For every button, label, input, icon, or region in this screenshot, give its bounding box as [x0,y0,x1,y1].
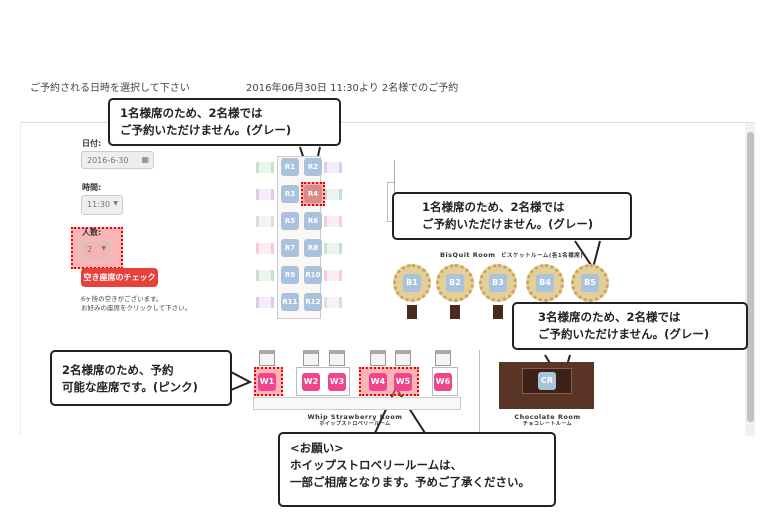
callout-r4: 1名様席のため、2名様ではご予約いただけません。(グレー) [108,98,341,146]
time-label: 時間: [82,183,102,192]
seat-r8[interactable]: R8 [304,239,322,257]
seat-w6[interactable]: W6 [434,373,452,391]
stool [303,350,319,366]
seat-w5[interactable]: W5 [394,373,412,391]
scrollbar-thumb[interactable] [747,132,754,422]
chair [256,243,274,254]
seat-r1[interactable]: R1 [281,158,299,176]
time-select[interactable]: 11:30▼ [81,195,123,215]
wall-divider [479,350,480,432]
seat-r12[interactable]: R12 [304,293,322,311]
callout-w1: 2名様席のため、予約可能な座席です。(ピンク) [50,350,232,406]
chair [324,216,342,227]
chair [324,297,342,308]
callout-note: <お願い>ホイップストロベリールームは、一部ご相席となります。予めご了承ください… [278,432,556,507]
chocolate-room-name: Chocolate Room [514,413,581,421]
people-select[interactable]: 2▼ [81,240,111,260]
stool [259,350,275,366]
time-value: 11:30 [87,200,111,209]
callout-b5: 1名様席のため、2名様ではご予約いただけません。(グレー) [392,192,632,240]
chair [256,297,274,308]
stool [329,350,345,366]
seat-r5[interactable]: R5 [281,212,299,230]
seat-w2[interactable]: W2 [302,373,320,391]
chair [256,189,274,200]
reservation-summary: 2016年06月30日 11:30より 2名様でのご予約 [246,83,459,94]
callout-cr: 3名様席のため、2名様ではご予約いただけません。(グレー) [512,302,748,350]
chair [324,189,342,200]
biscuit-table [479,264,517,302]
seat-b2[interactable]: B2 [446,274,464,292]
seat-r2[interactable]: R2 [304,158,322,176]
stool [395,350,411,366]
seat-r7[interactable]: R7 [281,239,299,257]
stool [370,350,386,366]
chair [324,162,342,173]
seat-r9[interactable]: R9 [281,266,299,284]
seat-r11[interactable]: R11 [281,293,299,311]
people-label: 人数: [82,228,102,237]
chair [324,270,342,281]
seat-r3[interactable]: R3 [281,185,299,203]
date-label: 日付: [82,139,102,148]
date-input[interactable]: 2016-6-30 ▦ [81,151,154,169]
whip-room-name: Whip Strawberry Room [307,413,403,421]
seat-b1[interactable]: B1 [403,274,421,292]
chair [256,216,274,227]
seat-b4[interactable]: B4 [536,274,554,292]
seat-w4[interactable]: W4 [369,373,387,391]
info-line-2: お好みの座席をクリックして下さい。 [81,304,192,312]
whip-counter [253,397,461,410]
chair [256,162,274,173]
chocolate-room-sub: チョコレートルーム [522,421,573,427]
biscuit-table [436,264,474,302]
seat-r4[interactable]: R4 [304,185,322,203]
seat-r6[interactable]: R6 [304,212,322,230]
stool [435,350,451,366]
seat-r10[interactable]: R10 [304,266,322,284]
check-availability-button[interactable]: 空き座席のチェック [81,268,158,287]
bisquit-room-name: BisQuit Room ビスケットルーム(各1名様席) [440,251,584,259]
seat-w3[interactable]: W3 [328,373,346,391]
chair [256,270,274,281]
instruction-text: ご予約される日時を選択して下さい [30,83,190,94]
stand [450,305,460,319]
date-value: 2016-6-30 [87,156,129,165]
seat-b5[interactable]: B5 [581,274,599,292]
calendar-icon: ▦ [141,155,149,164]
biscuit-table [526,264,564,302]
seat-cr[interactable]: CR [538,372,556,390]
whip-room-sub: ホイップストロベリールーム [319,421,391,427]
seat-w1[interactable]: W1 [258,373,276,391]
info-line-1: 6ヶ所の空きがございます。 [81,295,163,303]
reservation-frame [20,122,755,436]
stand [493,305,503,319]
people-value: 2 [87,245,93,254]
chevron-down-icon: ▼ [113,200,118,207]
chevron-down-icon: ▼ [101,245,106,252]
chair [324,243,342,254]
seat-b3[interactable]: B3 [489,274,507,292]
door [387,182,394,222]
stand [407,305,417,319]
